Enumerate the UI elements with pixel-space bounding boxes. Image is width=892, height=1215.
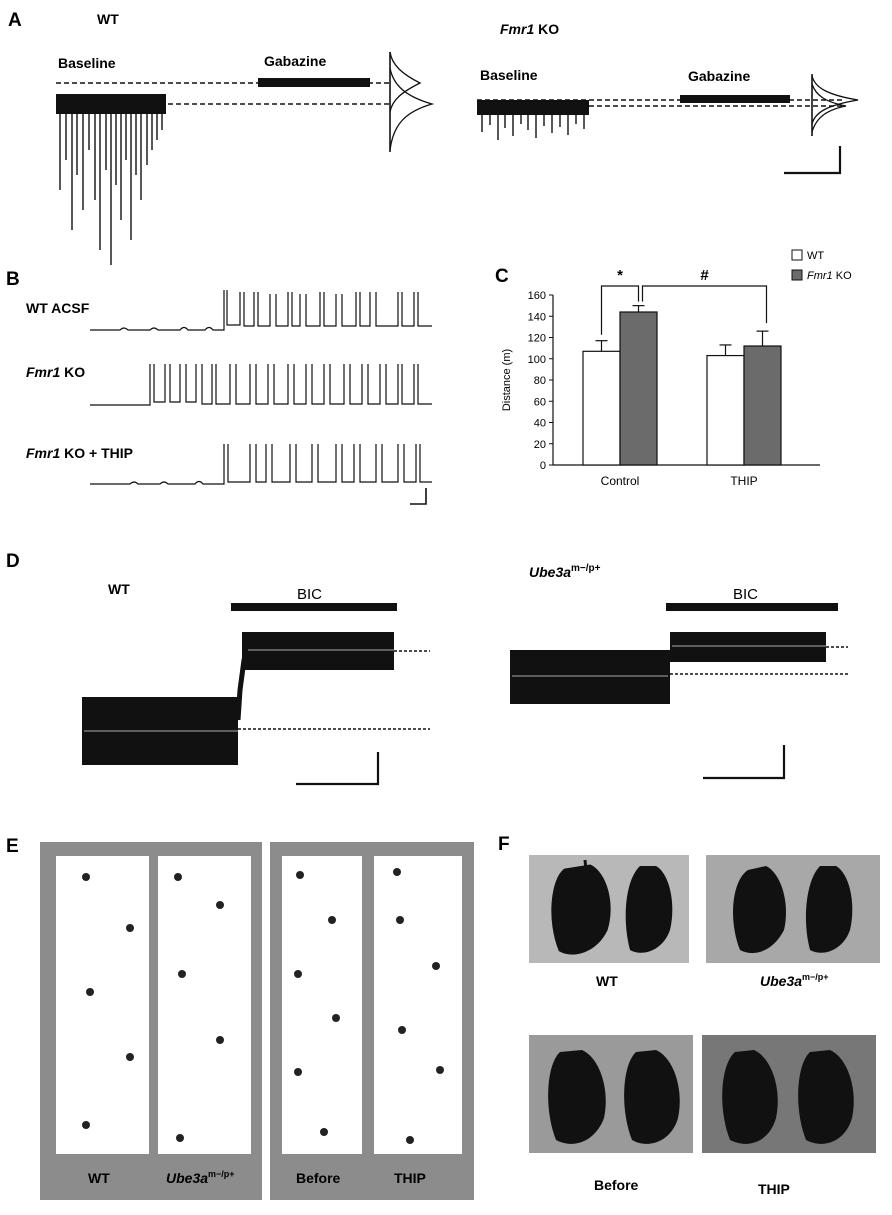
panel-f-ube3a-mouse-2 xyxy=(805,866,853,953)
panel-letter-d: D xyxy=(6,551,20,572)
chart-c-bar xyxy=(619,311,658,466)
chart-c-bar xyxy=(743,345,782,466)
panel-f: F WT Ube3am−/p+ Before THIP xyxy=(498,834,880,1197)
panel-a-left-gabazine-trace xyxy=(258,78,370,87)
panel-a-right-baseline-trace xyxy=(477,100,589,115)
panel-a-right-ipsc-spikes xyxy=(481,112,585,140)
panel-e-before-track xyxy=(282,856,362,1154)
panel-f-thip-mouse-2 xyxy=(798,1050,854,1144)
panel-f-before-label: Before xyxy=(594,1177,639,1193)
panel-d-wt-label: WT xyxy=(108,581,130,597)
chart-c-y-tick-label: 0 xyxy=(540,460,546,472)
panel-e-ube3a-label: Ube3am−/p+ xyxy=(166,1169,235,1186)
panel-a-left-baseline-label: Baseline xyxy=(58,55,116,71)
panel-a-left-gabazine-label: Gabazine xyxy=(264,53,326,69)
panel-a-wt-label: WT xyxy=(97,11,119,27)
chart-c-legend-label: Fmr1 KO xyxy=(807,270,852,282)
panel-b-fmr1-trace xyxy=(90,364,432,406)
panel-e-thip-track xyxy=(374,856,462,1154)
chart-c-x-tick-label: Control xyxy=(601,474,640,488)
panel-d-left-scale-bar xyxy=(296,752,380,786)
panel-d: D WT BIC Ube3am−/p+ BIC xyxy=(6,551,848,786)
panel-f-wt-mouse-1 xyxy=(551,859,611,955)
panel-d-left-bic-trace xyxy=(242,632,394,670)
panel-a-right-gabazine-trace xyxy=(680,95,790,103)
panel-e-footprints xyxy=(82,868,444,1144)
chart-c-y-tick-label: 160 xyxy=(528,290,546,302)
panel-f-ube3a-label: Ube3am−/p+ xyxy=(760,972,829,989)
panel-a-fmr1-gene-label: Fmr1 KO xyxy=(500,21,559,37)
panel-e-wt-track xyxy=(56,856,149,1154)
panel-letter-b: B xyxy=(6,269,20,290)
panel-letter-e: E xyxy=(6,836,19,857)
chart-c-legend-swatch xyxy=(791,269,803,281)
panel-f-wt-label: WT xyxy=(596,973,618,989)
panel-a-right-gabazine-label: Gabazine xyxy=(688,68,750,84)
panel-letter-f: F xyxy=(498,834,510,855)
panel-d-right-bic-trace xyxy=(670,632,826,662)
chart-c-bar xyxy=(582,350,621,466)
panel-letter-a: A xyxy=(8,10,22,31)
chart-c-y-tick-label: 60 xyxy=(534,396,546,408)
panel-b-scale-bar xyxy=(410,488,427,505)
chart-c-bracket-hash xyxy=(641,285,768,324)
panel-e-before-label: Before xyxy=(296,1170,341,1186)
panel-a-scale-bar xyxy=(784,146,842,175)
panel-a-right-baseline-fit xyxy=(811,83,847,133)
panel-b-wt-trace xyxy=(90,290,432,331)
panel-e: E WT Ube3am−/p+ Before THIP xyxy=(6,836,474,1200)
panel-a-right-baseline-label: Baseline xyxy=(480,67,538,83)
panel-b-thip-trace xyxy=(90,444,432,485)
panel-a: A WT Baseline Gabazine Fmr1 KO Baseline … xyxy=(8,10,859,265)
panel-a-right-gabazine-fit xyxy=(811,75,859,125)
chart-c-y-tick-label: 20 xyxy=(534,439,546,451)
panel-a-left-baseline-fit xyxy=(389,67,435,151)
panel-b: B WT ACSF Fmr1 KO Fmr1 KO + THIP xyxy=(6,269,432,505)
panel-b-row3-label: Fmr1 KO + THIP xyxy=(26,445,133,461)
panel-f-wt-mouse-2 xyxy=(625,866,673,953)
panel-d-right-scale-bar xyxy=(703,745,786,780)
chart-c-y-tick-label: 80 xyxy=(534,375,546,387)
panel-f-ube3a-photo xyxy=(706,855,880,963)
panel-d-left-bic-label: BIC xyxy=(297,586,322,603)
panel-e-ube3a-track xyxy=(158,856,251,1154)
chart-c-legend-swatch xyxy=(791,249,803,261)
chart-c-x-tick-label: THIP xyxy=(730,474,757,488)
chart-c-legend-label: WT xyxy=(807,250,824,262)
panel-b-row1-label: WT ACSF xyxy=(26,300,90,316)
panel-d-right-bic-label: BIC xyxy=(733,586,758,603)
panel-d-left-bic-bar xyxy=(231,603,397,611)
panel-letter-c: C xyxy=(495,266,509,287)
chart-c-y-tick-label: 140 xyxy=(528,311,546,323)
chart-c-bar xyxy=(706,354,745,466)
panel-f-thip-mouse-1 xyxy=(722,1050,778,1144)
chart-c-y-axis-label: Distance (m) xyxy=(501,349,513,411)
panel-a-left-gabazine-fit xyxy=(389,51,422,113)
panel-f-thip-label: THIP xyxy=(758,1181,790,1197)
chart-c-bracket-star xyxy=(600,285,640,335)
panel-e-wt-label: WT xyxy=(88,1170,110,1186)
panel-e-thip-label: THIP xyxy=(394,1170,426,1186)
panel-f-before-mouse-2 xyxy=(624,1050,680,1144)
panel-b-row2-label: Fmr1 KO xyxy=(26,364,85,380)
panel-d-right-bic-bar xyxy=(666,603,838,611)
panel-a-left-baseline-trace xyxy=(56,94,166,114)
panel-f-before-mouse-1 xyxy=(548,1050,606,1144)
panel-d-right-baseline-trace xyxy=(510,650,670,704)
chart-c-hash-annotation: # xyxy=(700,267,709,284)
chart-c-y-tick-label: 120 xyxy=(528,333,546,345)
panel-f-ube3a-mouse-1 xyxy=(733,866,786,954)
panel-a-left-ipsc-spikes xyxy=(59,108,163,265)
chart-c-star-annotation: * xyxy=(617,267,623,284)
chart-c-y-tick-label: 40 xyxy=(534,418,546,430)
panel-d-ube3a-label: Ube3am−/p+ xyxy=(529,563,601,580)
chart-c-y-tick-label: 100 xyxy=(528,354,546,366)
